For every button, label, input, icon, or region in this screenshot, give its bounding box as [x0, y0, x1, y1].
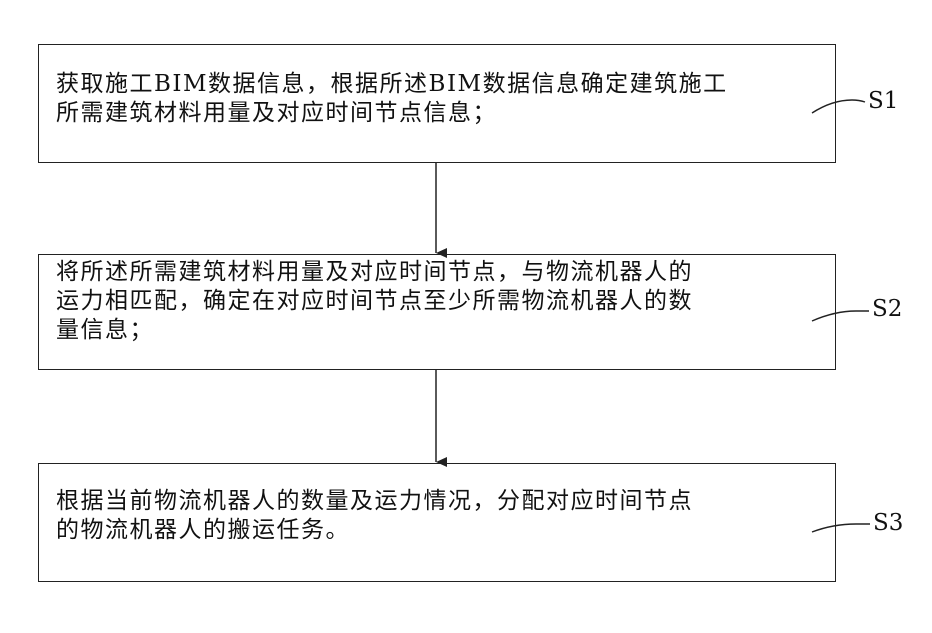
step-box-s3: 根据当前物流机器人的数量及运力情况，分配对应时间节点 的物流机器人的搬运任务。 [38, 463, 836, 582]
step-text-line: 将所述所需建筑材料用量及对应时间节点，与物流机器人的 [56, 258, 821, 287]
step-text-line: 的物流机器人的搬运任务。 [56, 516, 821, 545]
step-box-s2: 将所述所需建筑材料用量及对应时间节点，与物流机器人的 运力相匹配，确定在对应时间… [38, 254, 836, 370]
step-text-line: 获取施工BIM数据信息，根据所述BIM数据信息确定建筑施工 [56, 70, 821, 99]
step-text-s2: 将所述所需建筑材料用量及对应时间节点，与物流机器人的 运力相匹配，确定在对应时间… [56, 258, 821, 345]
step-text-s3: 根据当前物流机器人的数量及运力情况，分配对应时间节点 的物流机器人的搬运任务。 [56, 487, 821, 545]
step-box-s1: 获取施工BIM数据信息，根据所述BIM数据信息确定建筑施工 所需建筑材料用量及对… [38, 44, 836, 163]
step-text-s1: 获取施工BIM数据信息，根据所述BIM数据信息确定建筑施工 所需建筑材料用量及对… [56, 70, 821, 128]
step-text-line: 运力相匹配，确定在对应时间节点至少所需物流机器人的数 [56, 287, 821, 316]
step-text-line: 根据当前物流机器人的数量及运力情况，分配对应时间节点 [56, 487, 821, 516]
step-text-line: 量信息； [56, 316, 821, 345]
step-label-s2: S2 [872, 296, 902, 322]
step-text-line: 所需建筑材料用量及对应时间节点信息； [56, 99, 821, 128]
step-label-s3: S3 [873, 510, 903, 536]
step-label-s1: S1 [868, 88, 898, 114]
